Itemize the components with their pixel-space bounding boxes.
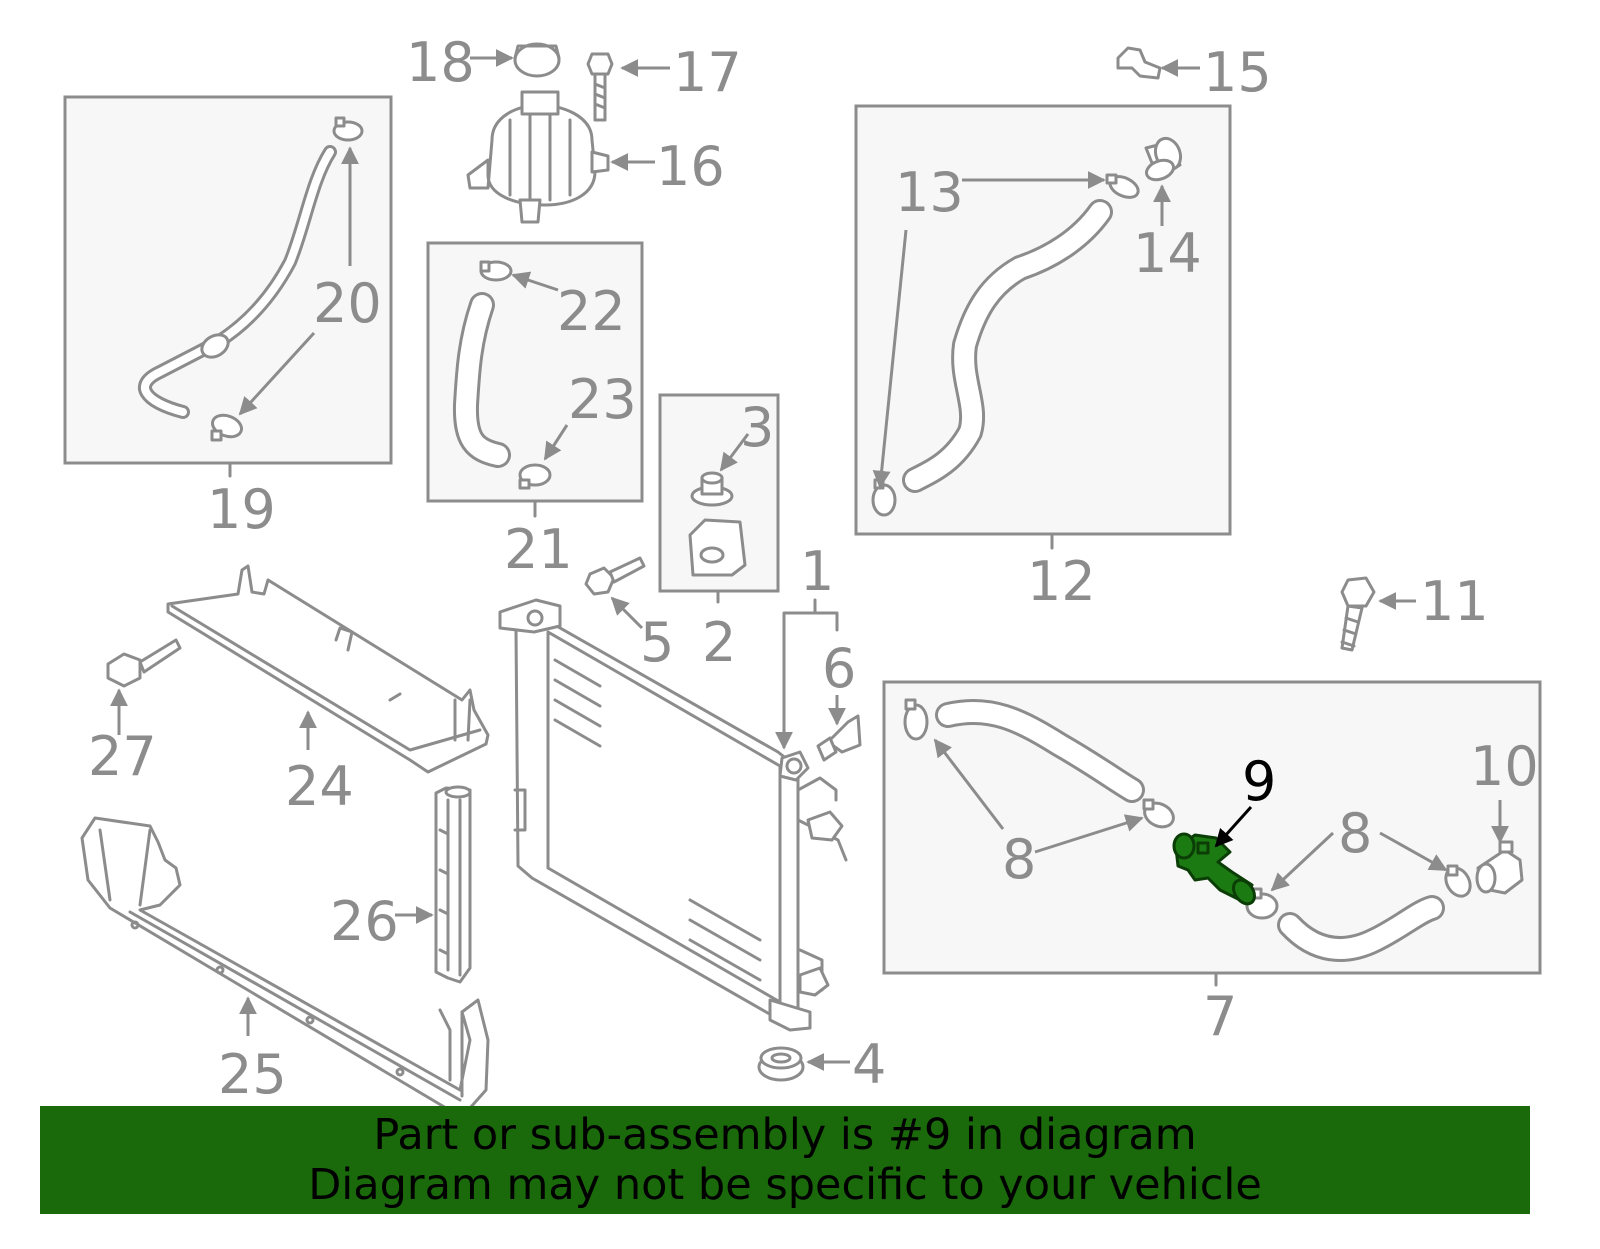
callout-14: 14	[1133, 222, 1202, 285]
mount-bracket	[688, 518, 747, 577]
group-21-reservoir-hose: 22 23 21	[426, 241, 644, 581]
callout-13: 13	[895, 161, 964, 224]
callout-21: 21	[504, 518, 573, 581]
box-19	[63, 95, 393, 465]
callout-24: 24	[285, 755, 354, 818]
callout-3: 3	[740, 396, 774, 459]
clip-15	[1116, 46, 1162, 80]
callout-8-right: 8	[1338, 802, 1372, 865]
clamp-8-mid	[1142, 798, 1175, 829]
pipe-connector	[200, 333, 230, 359]
callout-25: 25	[218, 1043, 287, 1106]
bolt-27	[106, 638, 182, 688]
clamp-20-bottom	[210, 413, 244, 442]
callout-23: 23	[568, 368, 637, 431]
info-banner: Part or sub-assembly is #9 in diagram Di…	[40, 1106, 1530, 1214]
group-12-upper-hose: 13 14 12	[854, 104, 1232, 613]
air-guard-26	[434, 785, 472, 984]
callout-2: 2	[702, 611, 736, 674]
banner-line-1: Part or sub-assembly is #9 in diagram	[373, 1110, 1197, 1160]
callout-8-left: 8	[1002, 828, 1036, 891]
bolt-11	[1340, 576, 1376, 652]
coolant-reservoir-16	[466, 90, 610, 224]
callout-1: 1	[800, 540, 834, 603]
callout-18: 18	[406, 31, 475, 94]
group-2-mount: 3 2	[658, 393, 780, 674]
callout-22: 22	[557, 280, 626, 343]
callout-20: 20	[313, 272, 382, 335]
clamp-23	[518, 463, 552, 490]
insulator-4	[757, 1046, 805, 1082]
connector-10	[1475, 840, 1524, 895]
callout-1-bracket	[782, 611, 839, 632]
callout-5: 5	[640, 611, 674, 674]
callout-11: 11	[1420, 570, 1489, 633]
clamp-13-top	[1105, 173, 1140, 199]
connector-14	[1144, 136, 1183, 182]
callout-27: 27	[88, 725, 157, 788]
reservoir-cap-18	[513, 42, 561, 78]
upper-member-24	[166, 564, 490, 774]
callout-15: 15	[1203, 41, 1272, 104]
clamp-8-left	[903, 698, 929, 741]
callout-4: 4	[852, 1033, 886, 1096]
clamp-20-top	[332, 116, 364, 142]
callout-6: 6	[822, 637, 856, 700]
group-7-lower-hose: 8 8 10 9 7	[882, 680, 1542, 1048]
callout-9: 9	[1242, 750, 1276, 813]
callout-10: 10	[1470, 735, 1539, 798]
drain-plug-6	[816, 714, 862, 762]
callout-12: 12	[1027, 550, 1096, 613]
banner-line-2: Diagram may not be specific to your vehi…	[308, 1160, 1262, 1210]
insulator-3	[690, 471, 734, 507]
callout-7: 7	[1203, 985, 1237, 1048]
box-7	[882, 680, 1542, 975]
bolt-17	[586, 52, 614, 122]
callout-17: 17	[673, 41, 742, 104]
callout-16: 16	[656, 135, 725, 198]
clamp-22	[479, 260, 513, 282]
bolt-5	[584, 556, 646, 596]
callout-19: 19	[207, 478, 276, 541]
clamp-8-right	[1444, 864, 1472, 898]
group-reservoir: 18 17 16	[406, 31, 742, 224]
group-19-overflow-hose: 20 19	[63, 95, 393, 541]
callout-26: 26	[330, 890, 399, 953]
radiator	[498, 598, 848, 1032]
